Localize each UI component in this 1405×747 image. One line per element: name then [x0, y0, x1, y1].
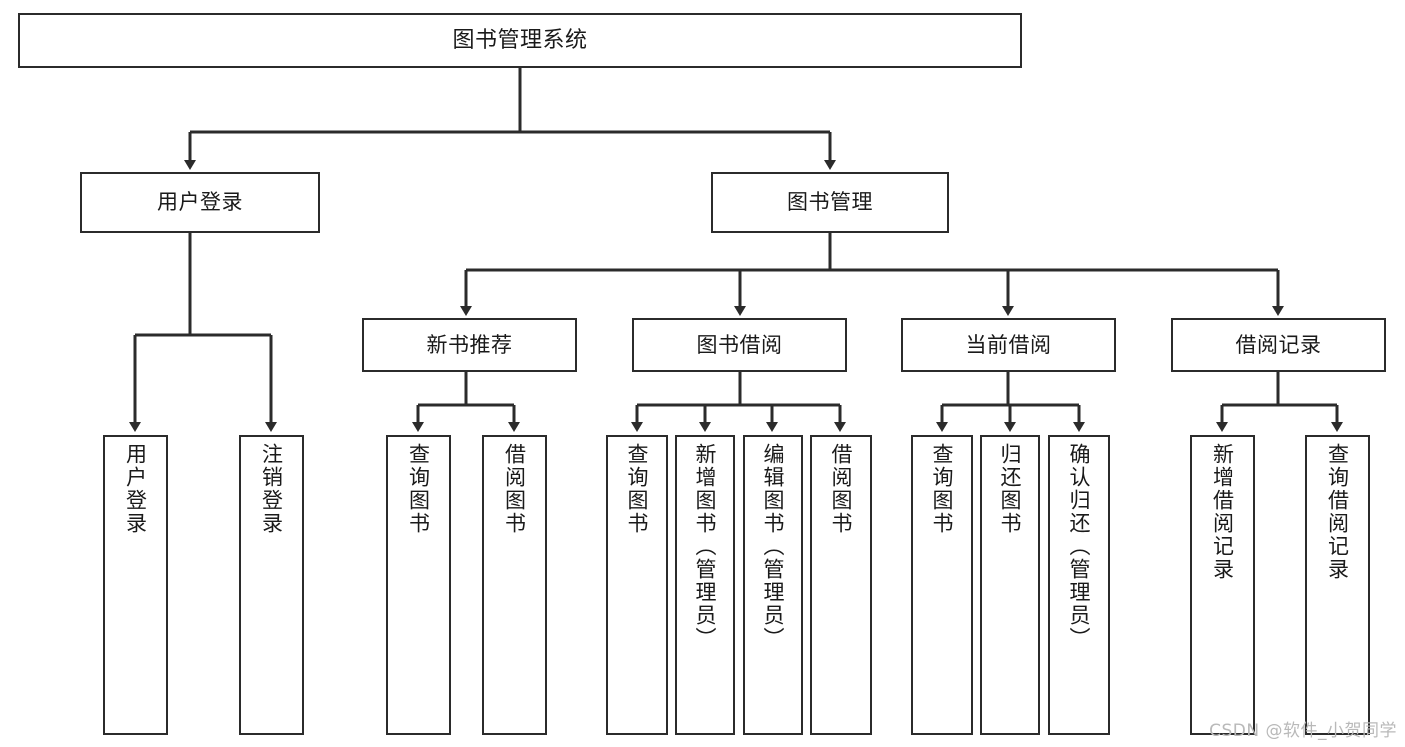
node-label: 注销登录 [259, 443, 284, 535]
node-label: 新增图书（管理员） [693, 443, 718, 650]
node-new-book-recommend[interactable]: 新书推荐 [362, 318, 577, 372]
node-label: 用户登录 [123, 443, 148, 535]
leaf-add-book[interactable]: 新增图书（管理员） [675, 435, 735, 735]
node-label: 用户登录 [157, 190, 243, 215]
node-label: 确认归还（管理员） [1067, 443, 1092, 650]
leaf-query-book-borrow[interactable]: 查询图书 [606, 435, 668, 735]
node-label: 查询图书 [625, 443, 650, 535]
node-label: 借阅图书 [502, 443, 527, 535]
node-label: 查询图书 [930, 443, 955, 535]
leaf-borrow-book[interactable]: 借阅图书 [810, 435, 872, 735]
node-book-borrow[interactable]: 图书借阅 [632, 318, 847, 372]
leaf-edit-book[interactable]: 编辑图书（管理员） [743, 435, 803, 735]
node-current-borrow[interactable]: 当前借阅 [901, 318, 1116, 372]
node-label: 归还图书 [998, 443, 1023, 535]
node-label: 借阅记录 [1235, 332, 1322, 357]
leaf-query-borrow-record[interactable]: 查询借阅记录 [1305, 435, 1370, 735]
leaf-user-login[interactable]: 用户登录 [103, 435, 168, 735]
leaf-query-book-recommend[interactable]: 查询图书 [386, 435, 451, 735]
node-root-system[interactable]: 图书管理系统 [18, 13, 1022, 68]
leaf-logout-login[interactable]: 注销登录 [239, 435, 304, 735]
leaf-return-book[interactable]: 归还图书 [980, 435, 1040, 735]
leaf-confirm-return[interactable]: 确认归还（管理员） [1048, 435, 1110, 735]
node-label: 当前借阅 [965, 332, 1052, 357]
node-label: 编辑图书（管理员） [761, 443, 786, 650]
node-label: 新书推荐 [426, 332, 513, 357]
node-label: 图书管理 [787, 190, 873, 215]
node-label: 新增借阅记录 [1210, 443, 1235, 581]
leaf-add-borrow-record[interactable]: 新增借阅记录 [1190, 435, 1255, 735]
leaf-borrow-book-recommend[interactable]: 借阅图书 [482, 435, 547, 735]
node-label: 查询借阅记录 [1325, 443, 1350, 581]
leaf-query-book-current[interactable]: 查询图书 [911, 435, 973, 735]
node-user-login[interactable]: 用户登录 [80, 172, 320, 233]
node-label: 图书借阅 [696, 332, 783, 357]
node-label: 查询图书 [406, 443, 431, 535]
node-label: 借阅图书 [829, 443, 854, 535]
node-book-manage[interactable]: 图书管理 [711, 172, 949, 233]
node-borrow-record[interactable]: 借阅记录 [1171, 318, 1386, 372]
node-label: 图书管理系统 [452, 27, 588, 53]
